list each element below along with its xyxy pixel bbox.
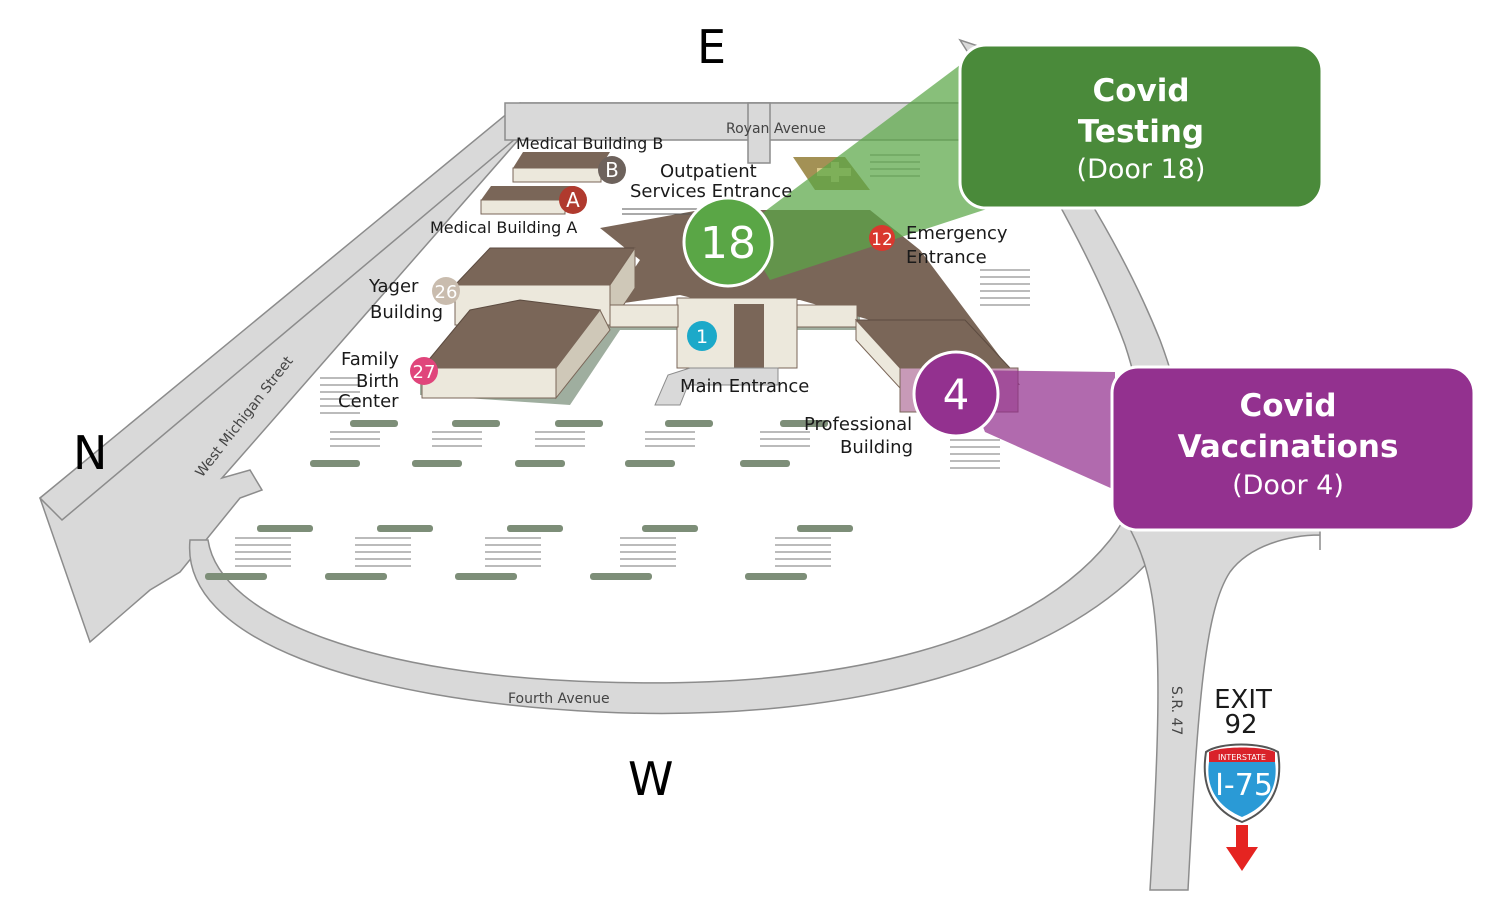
interstate-shield-icon: INTERSTATE I-75 [1203,743,1281,824]
emergency-label-1: Emergency [906,223,1008,244]
covid-vaccinations-door: (Door 4) [1232,470,1344,501]
family-label-3: Center [338,391,399,412]
parking-row [625,460,675,467]
marker-a: A [559,186,587,214]
covid-testing-pointer [740,65,990,280]
down-arrow-icon [1226,825,1258,871]
outpatient-label-2: Services Entrance [630,181,792,202]
parking-row [205,573,267,580]
yager-label-2: Building [370,302,443,323]
canopy-hatch [622,208,700,215]
yager-building-roof [453,247,636,286]
parking-row [740,460,790,467]
marker-1: 1 [687,321,717,351]
family-birth-center-side [555,309,611,400]
parking-row [412,460,462,467]
parking-row [377,525,433,532]
professional-label-1: Professional [804,414,912,435]
parking-row [797,525,853,532]
covid-vaccinations-callout[interactable]: Covid Vaccinations (Door 4) [1110,365,1476,532]
medical-building-a [481,186,575,200]
medical-building-b-wall [512,167,602,183]
main-entrance-label: Main Entrance [680,376,809,397]
parking-lots [205,154,1030,580]
marker-12: 12 [869,225,895,251]
main-entrance-drive [654,367,779,406]
parking-row [555,420,603,427]
marker-4[interactable]: 4 [912,350,1000,438]
covid-vaccinations-title-2: Vaccinations [1178,429,1399,465]
family-label-1: Family [341,349,399,370]
medical-building-b [513,152,610,168]
royan-avenue-label: Royan Avenue [726,121,826,137]
royan-spur [747,102,771,164]
parking-row [325,573,387,580]
fourth-avenue-label: Fourth Avenue [508,691,610,707]
compass-west: W [628,752,673,806]
main-entrance-tower [734,304,764,368]
parking-row [455,573,517,580]
emergency-label-2: Entrance [906,247,987,268]
parking-row [515,460,565,467]
marker-a-text: A [566,188,580,212]
parking-row [745,573,807,580]
parking-row [310,460,360,467]
parking-row [350,420,398,427]
parking-row [452,420,500,427]
marker-4-text: 4 [943,370,970,419]
marker-18-text: 18 [700,218,756,269]
connector-wall [609,304,679,328]
medical-building-a-wall [480,199,566,215]
compass-north: N [73,426,107,480]
parking-row [507,525,563,532]
marker-b-text: B [605,158,619,182]
outpatient-label-1: Outpatient [660,161,757,182]
marker-18[interactable]: 18 [682,196,774,288]
exit-number: 92 [1224,710,1257,740]
yager-label-1: Yager [368,276,419,297]
marker-b: B [598,156,626,184]
medical-building-a-label: Medical Building A [430,218,577,237]
parking-row [665,420,713,427]
parking-row [780,420,828,427]
covid-testing-title-1: Covid [1092,73,1189,109]
family-label-2: Birth [356,371,399,392]
interstate-shield-top: INTERSTATE [1218,753,1266,762]
connector-wall-right [796,304,858,328]
interstate-shield-number: I-75 [1215,768,1273,803]
marker-12-text: 12 [871,230,893,250]
roads [38,38,1321,891]
compass-east: E [697,20,726,74]
marker-27-text: 27 [413,362,436,383]
covid-testing-title-2: Testing [1078,114,1204,150]
marker-26: 26 [432,277,460,305]
family-birth-center-wall [421,367,557,399]
hospital-buildings [420,152,1020,413]
professional-label-2: Building [840,437,913,458]
sr47-road [1123,509,1321,891]
parking-row [590,573,652,580]
medical-building-b-label: Medical Building B [516,134,663,153]
marker-1-text: 1 [696,326,708,348]
covid-testing-callout[interactable]: Covid Testing (Door 18) [958,43,1324,210]
covid-testing-door: (Door 18) [1077,154,1206,185]
covid-vaccinations-title-1: Covid [1239,388,1336,424]
sr47-label: S.R. 47 [1168,686,1184,735]
exit-label: EXIT [1214,685,1272,715]
marker-26-text: 26 [435,282,458,303]
marker-27: 27 [410,357,438,385]
parking-row [642,525,698,532]
parking-row [257,525,313,532]
